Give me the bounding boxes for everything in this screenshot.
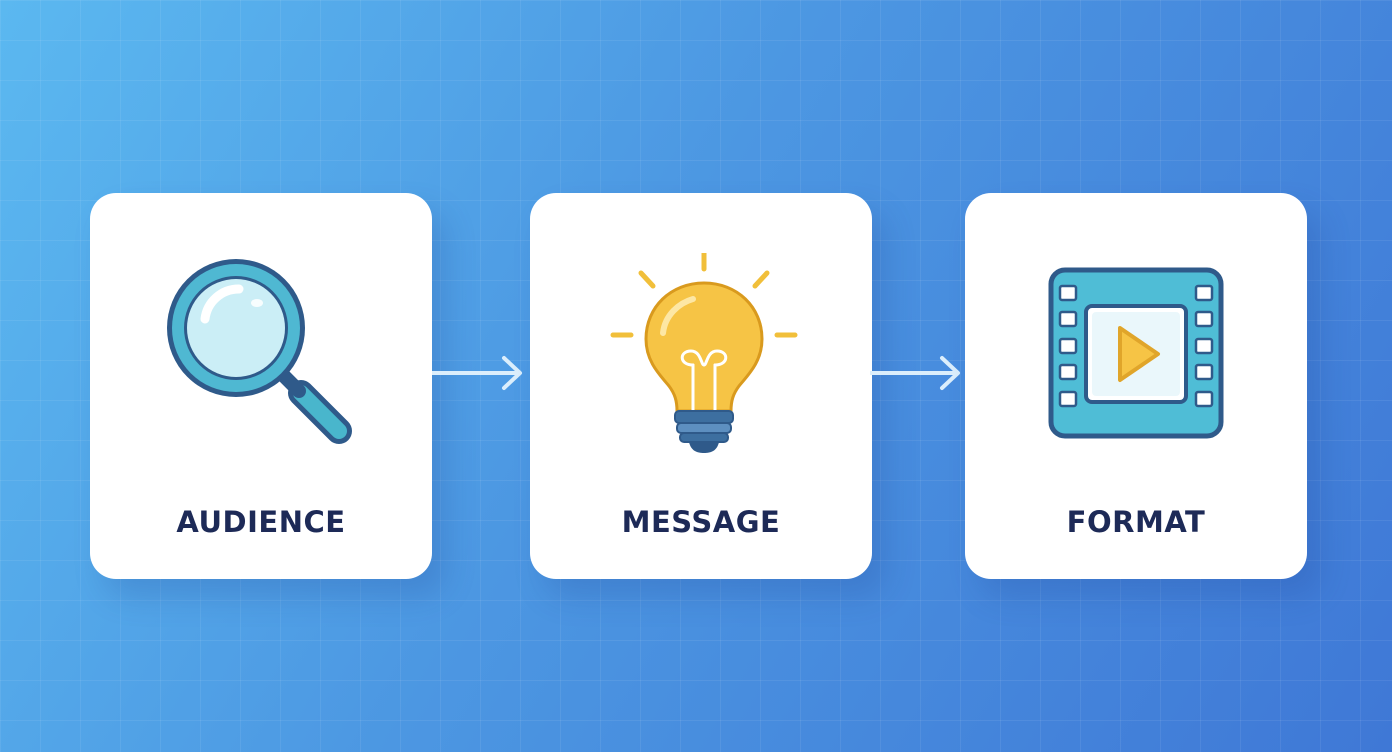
film-play-icon	[1048, 267, 1224, 439]
magnifying-glass-icon	[167, 259, 352, 444]
step-label-format: FORMAT	[1066, 505, 1206, 539]
step-card-format: FORMAT	[965, 193, 1307, 579]
arrow-right-icon	[432, 356, 522, 390]
step-card-message: MESSAGE	[530, 193, 872, 579]
step-label-message: MESSAGE	[621, 505, 781, 539]
arrow-right-icon	[870, 356, 960, 390]
step-card-audience: AUDIENCE	[90, 193, 432, 579]
step-label-audience: AUDIENCE	[176, 505, 346, 539]
lightbulb-icon	[610, 253, 798, 453]
